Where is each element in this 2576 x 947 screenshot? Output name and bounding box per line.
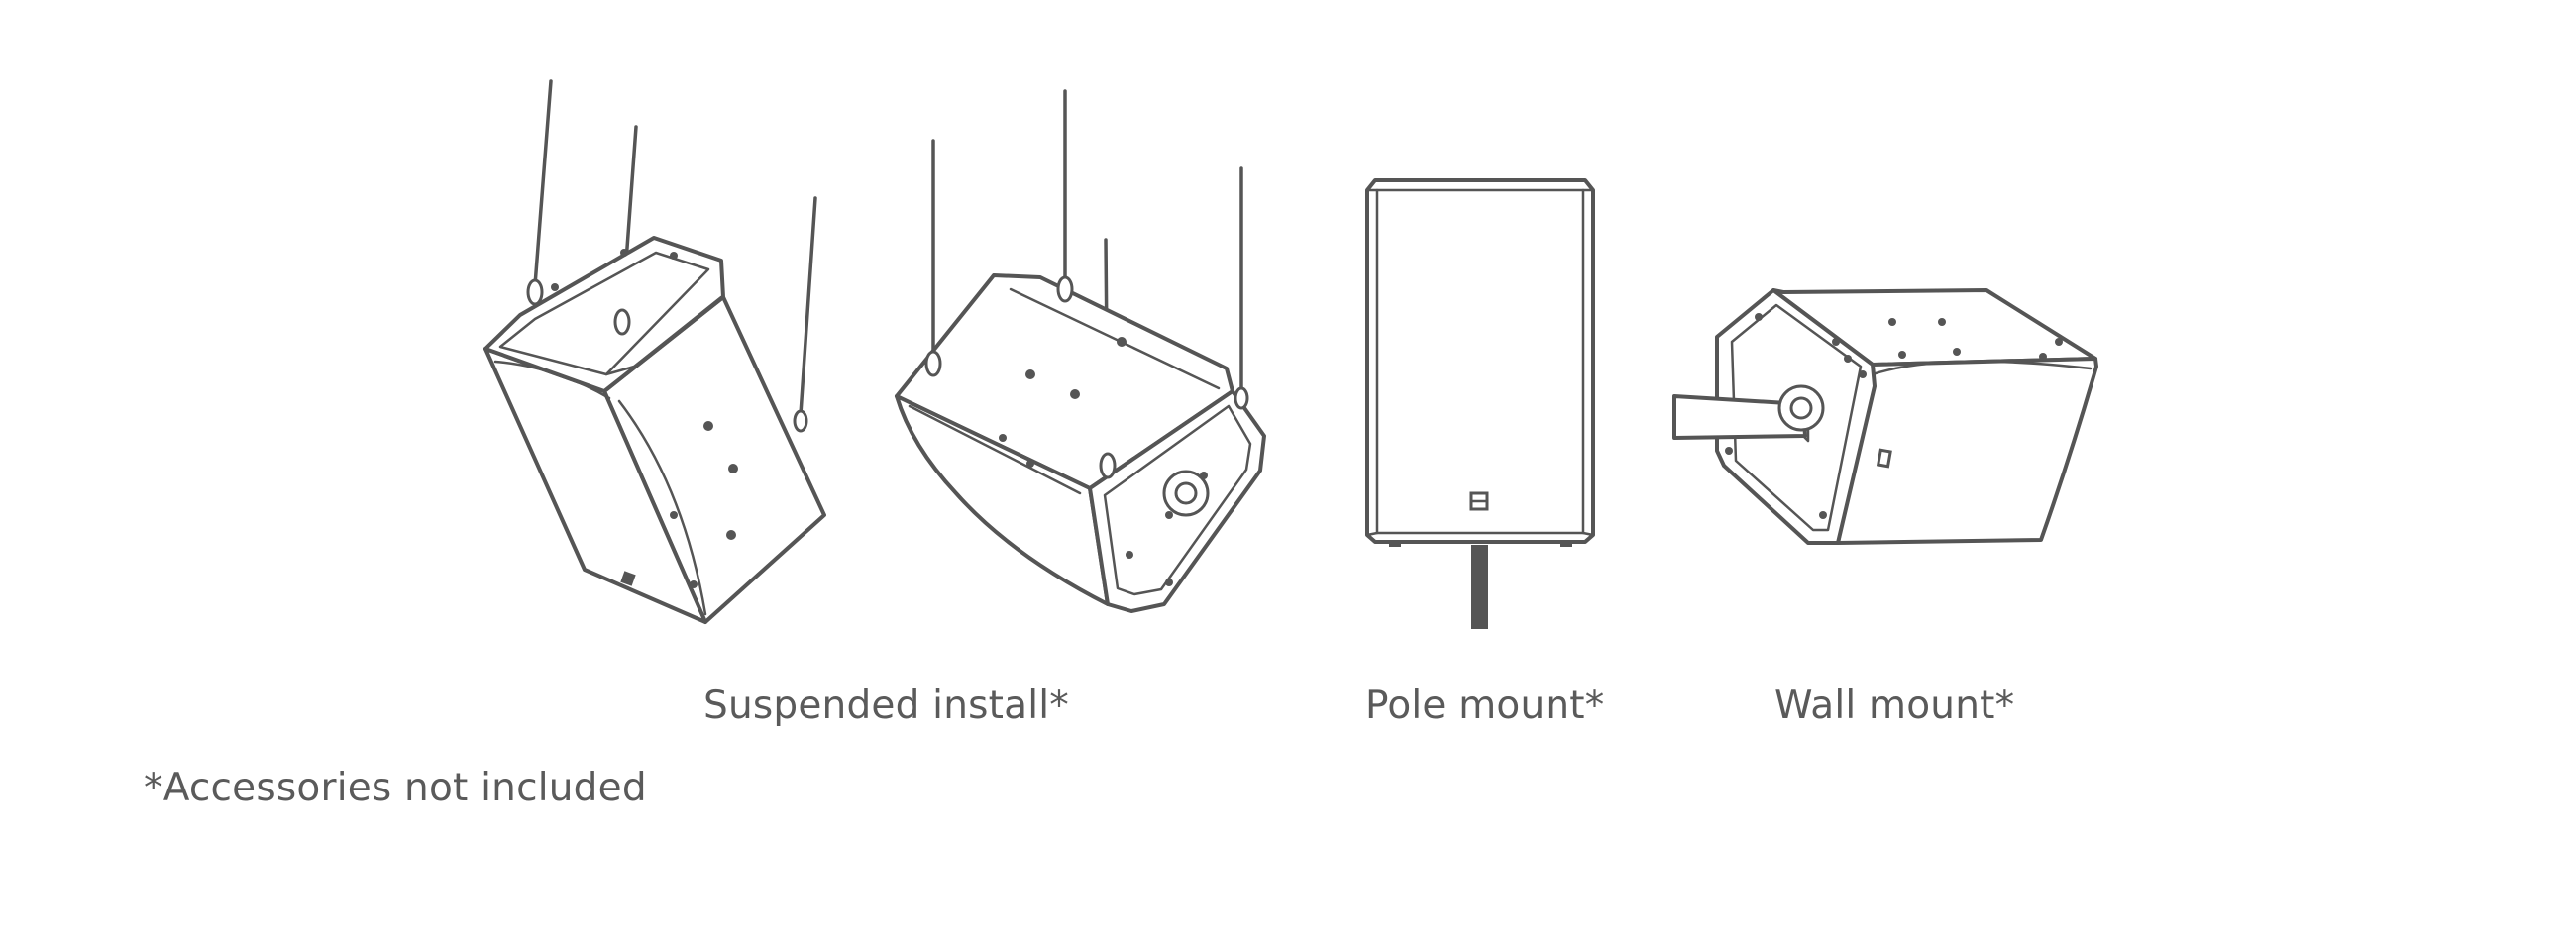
wall-mount-speaker bbox=[1672, 288, 2098, 545]
footnote-accessories: *Accessories not included bbox=[144, 766, 647, 810]
pole-mount-speaker bbox=[1365, 178, 1595, 629]
brand-logo bbox=[1876, 448, 1892, 469]
wall-bracket bbox=[1672, 394, 1807, 440]
caption-pole-mount: Pole mount* bbox=[1365, 684, 1605, 728]
pole bbox=[1471, 545, 1488, 629]
suspended-speaker-1 bbox=[483, 79, 826, 624]
suspension-cable bbox=[799, 196, 817, 416]
suspension-cable bbox=[533, 79, 553, 287]
caption-suspended-install: Suspended install* bbox=[703, 684, 1069, 728]
suspended-speaker-2 bbox=[895, 89, 1266, 613]
caption-wall-mount: Wall mount* bbox=[1774, 684, 2015, 728]
